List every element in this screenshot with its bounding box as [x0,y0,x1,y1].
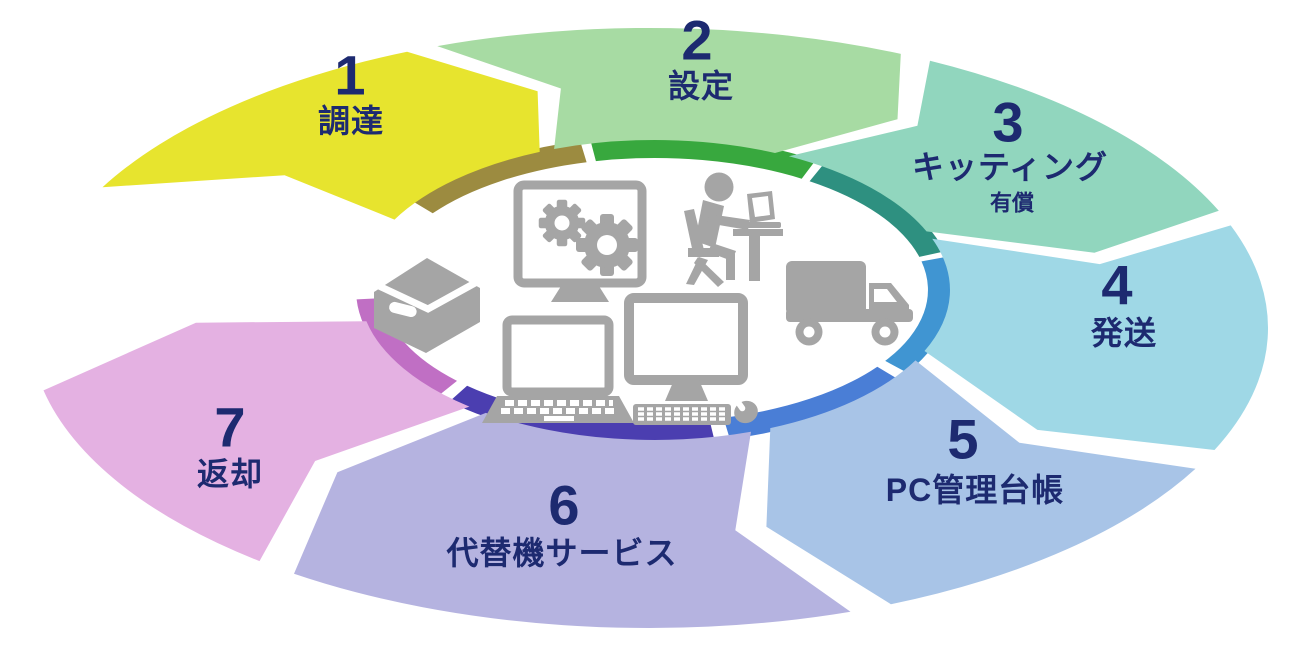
segment-shape [924,225,1269,450]
person-desk-icon [684,172,783,287]
segment-label: 発送 [1090,315,1157,351]
segment-label: 返却 [197,456,263,492]
delivery-truck-icon [786,261,913,346]
segment-2: 2設定 [437,9,901,179]
laptop-icon [482,315,634,423]
segment-shape [766,360,1196,605]
desktop-monitor [624,293,748,385]
segment-rim [809,163,945,257]
segment-number: 4 [1101,254,1132,317]
segment-1: 1調達 [102,44,587,220]
desktop-stand [665,380,708,401]
segment-shape [437,27,901,153]
segment-label: PC管理台帳 [886,472,1064,508]
center-icons [374,172,913,425]
package-icon [374,258,480,353]
segment-rim [449,385,715,444]
segment-sublabel: 有償 [990,191,1034,216]
gear-large-icon [576,214,638,276]
segment-shape [43,321,470,562]
package-label-slit [389,301,417,318]
segment-rim [885,256,954,373]
segment-label: 設定 [668,68,734,104]
segment-rim [723,366,899,440]
segment-rim [411,140,587,214]
gear-small-icon [538,199,586,247]
segment-shape [788,60,1219,253]
segment-4: 4発送 [885,225,1269,450]
monitor-stand [551,283,609,302]
segment-number: 7 [214,396,245,459]
segment-shape [294,412,851,629]
segment-number: 6 [548,474,579,537]
segment-number: 2 [681,9,712,72]
segment-shape [102,51,540,220]
package-lid-line [377,279,477,313]
segment-number: 3 [992,91,1023,154]
segment-number: 1 [334,44,365,107]
truck-window [874,289,897,302]
settings-monitor-icon [513,180,647,302]
segment-label: キッティング [912,149,1108,185]
laptop-screen [502,315,614,397]
segment-label: 代替機サービス [445,535,677,571]
segment-number: 5 [947,408,978,471]
desktop-pc-icon [624,293,758,425]
segment-label: 調達 [318,103,384,139]
